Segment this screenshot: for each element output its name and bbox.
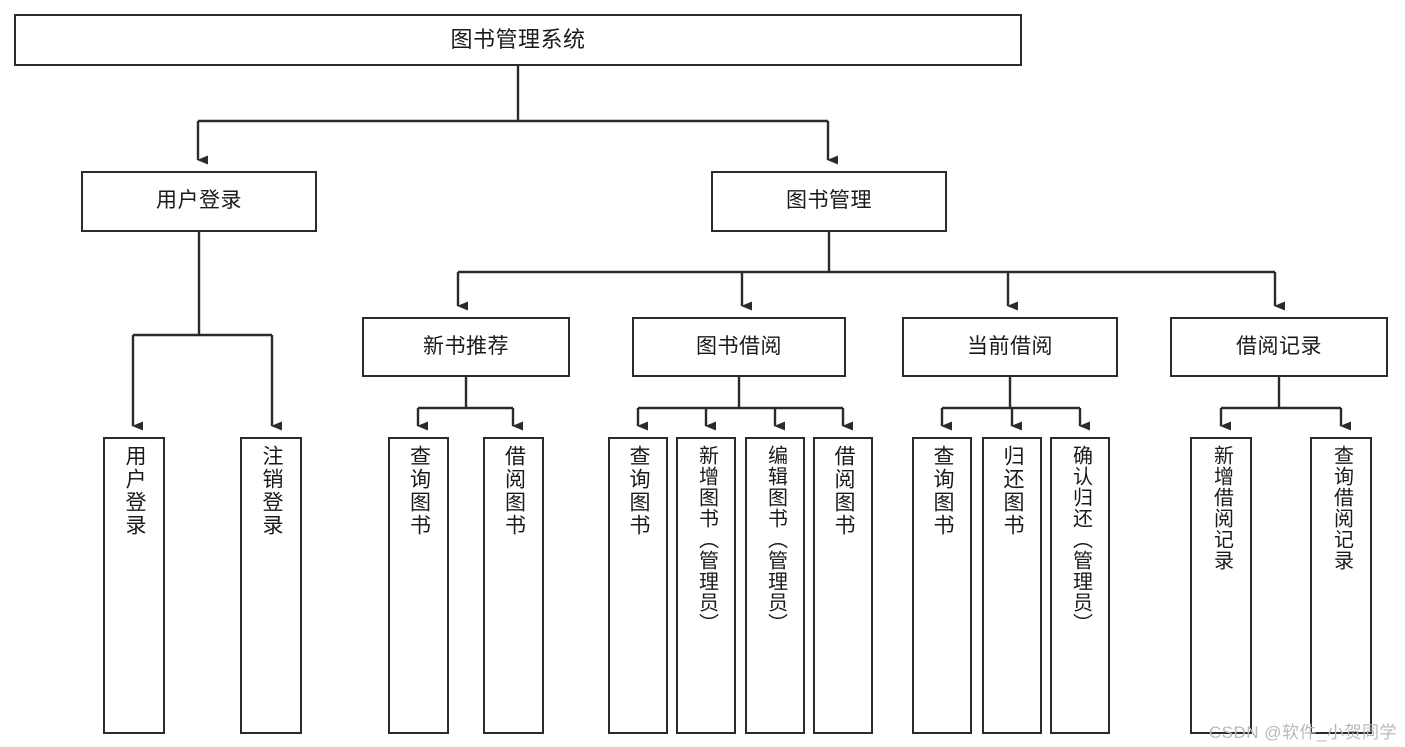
leaf-borrow-book-2[interactable]: 借阅图书: [813, 437, 873, 734]
leaf-query-record-label: 查询借阅记录: [1330, 445, 1353, 571]
leaf-query-book-2-label: 查询图书: [627, 445, 651, 537]
leaf-return-book-label: 归还图书: [1001, 445, 1025, 537]
node-borrow-record-label: 借阅记录: [1236, 334, 1322, 358]
watermark: CSDN @软件_小贺同学: [1208, 723, 1397, 742]
leaf-query-book-1[interactable]: 查询图书: [388, 437, 449, 734]
leaf-confirm-return-label: 确认归还（管理员）: [1069, 445, 1092, 634]
node-root-label: 图书管理系统: [450, 27, 586, 53]
leaf-query-book-2[interactable]: 查询图书: [608, 437, 668, 734]
leaf-add-record[interactable]: 新增借阅记录: [1190, 437, 1252, 734]
leaf-borrow-book-2-label: 借阅图书: [832, 445, 856, 537]
leaf-logout-login[interactable]: 注销登录: [240, 437, 302, 734]
leaf-query-book-1-label: 查询图书: [407, 445, 431, 537]
node-borrow-record[interactable]: 借阅记录: [1170, 317, 1388, 377]
leaf-edit-book-label: 编辑图书（管理员）: [764, 445, 787, 634]
leaf-query-record[interactable]: 查询借阅记录: [1310, 437, 1372, 734]
node-book-borrow[interactable]: 图书借阅: [632, 317, 846, 377]
node-book-borrow-label: 图书借阅: [696, 334, 782, 358]
leaf-logout-login-label: 注销登录: [260, 445, 284, 537]
leaf-add-book-label: 新增图书（管理员）: [695, 445, 718, 634]
node-current-borrow-label: 当前借阅: [967, 334, 1053, 358]
leaf-add-record-label: 新增借阅记录: [1210, 445, 1233, 571]
leaf-return-book[interactable]: 归还图书: [982, 437, 1042, 734]
node-current-borrow[interactable]: 当前借阅: [902, 317, 1118, 377]
node-new-book-recommendation[interactable]: 新书推荐: [362, 317, 570, 377]
leaf-user-login[interactable]: 用户登录: [103, 437, 165, 734]
leaf-borrow-book-1-label: 借阅图书: [502, 445, 526, 537]
node-user-login[interactable]: 用户登录: [81, 171, 317, 232]
leaf-confirm-return[interactable]: 确认归还（管理员）: [1050, 437, 1110, 734]
node-user-login-label: 用户登录: [156, 189, 242, 213]
node-book-manage-label: 图书管理: [786, 189, 872, 213]
leaf-user-login-label: 用户登录: [123, 445, 147, 537]
leaf-borrow-book-1[interactable]: 借阅图书: [483, 437, 544, 734]
leaf-query-book-3[interactable]: 查询图书: [912, 437, 972, 734]
leaf-edit-book[interactable]: 编辑图书（管理员）: [745, 437, 805, 734]
node-root-book-management-system[interactable]: 图书管理系统: [14, 14, 1022, 66]
node-book-manage[interactable]: 图书管理: [711, 171, 947, 232]
node-new-book-recommendation-label: 新书推荐: [423, 334, 509, 358]
leaf-add-book[interactable]: 新增图书（管理员）: [676, 437, 736, 734]
leaf-query-book-3-label: 查询图书: [931, 445, 955, 537]
